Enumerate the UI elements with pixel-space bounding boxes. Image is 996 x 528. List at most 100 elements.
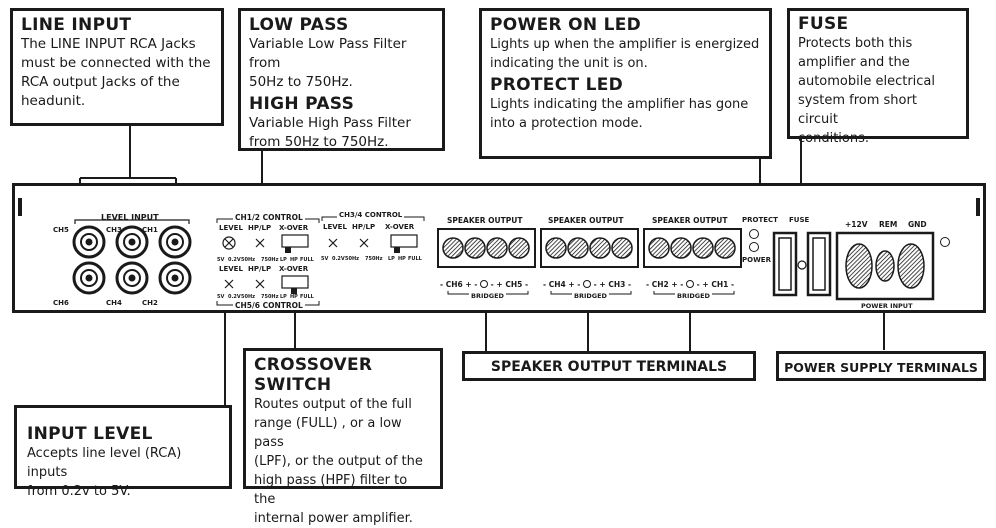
low-high-pass-callout: LOW PASS Variable Low Pass Filter from 5… [238, 8, 445, 151]
led-callout: POWER ON LED Lights up when the amplifie… [479, 8, 772, 159]
mount-slot-right [976, 198, 980, 216]
fuse-screw [797, 260, 807, 270]
rca-jack-ch3 [115, 225, 149, 259]
high-pass-title: HIGH PASS [249, 94, 355, 114]
ch12-level-label: LEVEL [219, 224, 243, 232]
bridge1-circle [480, 280, 489, 288]
rca-label-ch6: CH6 [53, 299, 69, 307]
protect-label: PROTECT [742, 216, 778, 224]
crossover-text-5: internal power amplifier. [254, 511, 413, 526]
ch34-scale-02v: 0.2V [332, 256, 345, 262]
fuse-callout: FUSE Protects both this amplifier and th… [787, 8, 969, 146]
power-input-block [835, 231, 935, 301]
ch12-scale-5v: 5V [217, 257, 225, 263]
rca-jack-ch1 [158, 225, 192, 259]
fuse-2 [806, 231, 832, 297]
ch12-scale-750hz: 750Hz [261, 257, 279, 263]
power-input-label: POWER INPUT [861, 302, 913, 310]
crossover-text-1: Routes output of the full [254, 397, 412, 412]
ch12-switch-hp: HP [290, 257, 298, 263]
bridge3-ch-b: CH1 [711, 280, 729, 289]
fuse-title: FUSE [798, 14, 849, 34]
rca-jack-ch4 [115, 261, 149, 295]
rca-jacks [72, 219, 192, 295]
mount-slot-left [18, 198, 22, 216]
bridge1-plus-a: + [465, 280, 472, 289]
rem-terminal [875, 250, 895, 282]
speaker-block-ch4-ch3 [540, 228, 639, 268]
line-input-text-1: The LINE INPUT RCA Jacks [21, 36, 196, 52]
crossover-text-3: (LPF), or the output of the [254, 454, 423, 469]
speaker-block-ch6-ch5 [437, 228, 536, 268]
ch12-hplp-knob [255, 238, 265, 248]
rca-label-ch1: CH1 [142, 226, 158, 234]
power-led-text-2: indicating the unit is on. [490, 56, 648, 71]
ch56-xover-label: X-OVER [279, 265, 309, 273]
power-terminals-title: POWER SUPPLY TERMINALS [784, 360, 978, 375]
bridge2-plus-a: + [568, 280, 575, 289]
ch34-switch-lp: LP [388, 256, 395, 262]
line-input-text-3: RCA output Jacks of the [21, 74, 180, 90]
protect-led-text-1: Lights indicating the amplifier has gone [490, 97, 749, 112]
bridge1-mid: - [474, 280, 478, 289]
rca-label-ch5: CH5 [53, 226, 69, 234]
ch12-controls [222, 234, 309, 253]
bridged-label-2: BRIDGED [572, 292, 609, 300]
ch12-scale-02v: 0.2V [228, 257, 241, 263]
bridge-row-ch2-ch1: - CH2 + - - + CH1 - [646, 280, 734, 289]
power-led [749, 242, 759, 252]
bridge-row-ch6-ch5: - CH6 + - - + CH5 - [440, 280, 528, 289]
crossover-title: CROSSOVER SWITCH [254, 355, 373, 395]
crossover-callout: CROSSOVER SWITCH Routes output of the fu… [243, 348, 443, 526]
bridged-label-1: BRIDGED [469, 292, 506, 300]
bridge3-plus-a: + [671, 280, 678, 289]
input-level-text-1: Accepts line level (RCA) inputs [27, 446, 182, 480]
fuse-1 [772, 231, 798, 297]
bridge1-neg-b: - [524, 280, 529, 289]
ch56-level-knob [224, 279, 234, 289]
ch12-scale-50hz: 50Hz [241, 257, 256, 263]
bridge2-neg: - [543, 280, 547, 289]
bridge1-plus-b: + [496, 280, 503, 289]
amplifier-panel: LEVEL INPUT CH5 CH3 CH1 CH6 CH4 CH2 CH1/… [12, 183, 986, 313]
rca-jack-ch6 [72, 261, 106, 295]
level-input-label: LEVEL INPUT [101, 213, 159, 222]
fuse-text-4: system from short circuit [798, 93, 917, 127]
ch56-hplp-label: HP/LP [248, 265, 272, 273]
ch56-scale-5v: 5V [217, 294, 225, 300]
ch34-level-knob [328, 238, 338, 248]
ch12-level-knob [222, 236, 236, 250]
bridge3-neg: - [646, 280, 650, 289]
bridge2-neg-b: - [627, 280, 632, 289]
gnd-terminal [897, 243, 925, 289]
speaker-terminal-blocks [437, 228, 742, 268]
ch56-control-label: CH5/6 CONTROL [233, 301, 305, 310]
rca-label-ch4: CH4 [106, 299, 122, 307]
power-terminals-callout: POWER SUPPLY TERMINALS [776, 351, 986, 381]
line-input-text-2: must be connected with the [21, 55, 211, 71]
low-pass-title: LOW PASS [249, 15, 349, 35]
low-pass-text-1: Variable Low Pass Filter from [249, 36, 407, 71]
ch34-scale-5v: 5V [321, 256, 329, 262]
ch12-switch-full: FULL [300, 257, 314, 263]
line-input-text-4: headunit. [21, 93, 86, 109]
power-led-title: POWER ON LED [490, 15, 642, 35]
ch56-xover-switch [281, 275, 309, 289]
fuse-text-2: amplifier and the [798, 55, 910, 70]
bridge3-mid: - [680, 280, 684, 289]
ch12-hplp-label: HP/LP [248, 224, 272, 232]
low-pass-text-2: 50Hz to 750Hz. [249, 74, 353, 90]
ch56-switch-full: FULL [300, 294, 314, 300]
speaker-terminals-title: SPEAKER OUTPUT TERMINALS [490, 359, 728, 375]
bridge2-plus-b: + [599, 280, 606, 289]
input-level-title: INPUT LEVEL [27, 424, 153, 444]
fuse-text-1: Protects both this [798, 36, 913, 51]
line-input-title: LINE INPUT [21, 15, 132, 35]
speaker-terminals-callout: SPEAKER OUTPUT TERMINALS [462, 351, 756, 381]
high-pass-text-1: Variable High Pass Filter [249, 115, 411, 131]
ch34-hplp-knob [359, 238, 369, 248]
speaker-block-ch2-ch1 [643, 228, 742, 268]
bridge1-mid-b: - [490, 280, 494, 289]
ch56-scale-750hz: 750Hz [261, 294, 279, 300]
fuse-text-3: automobile electrical [798, 74, 936, 89]
